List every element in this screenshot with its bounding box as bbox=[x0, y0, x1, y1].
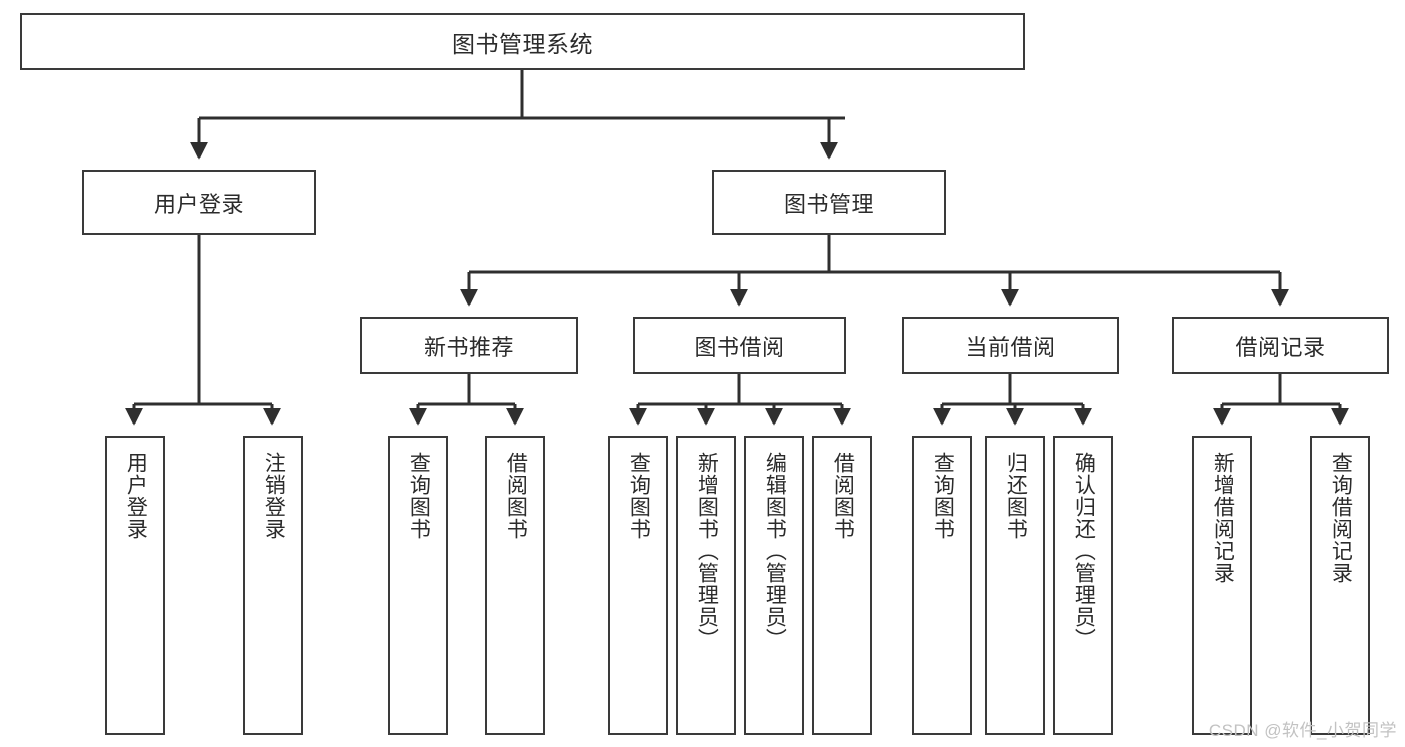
leaf-label: 注销登录 bbox=[262, 452, 286, 540]
node-new-book-recommend[interactable]: 新书推荐 bbox=[360, 317, 578, 374]
leaf-label: 查询借阅记录 bbox=[1329, 452, 1353, 584]
node-current-borrow-label: 当前借阅 bbox=[965, 334, 1056, 360]
leaf-confirm-return-admin[interactable]: 确认归还（管理员） bbox=[1053, 436, 1113, 735]
node-user-login-label: 用户登录 bbox=[153, 191, 244, 217]
node-book-borrow[interactable]: 图书借阅 bbox=[633, 317, 846, 374]
node-root-label: 图书管理系统 bbox=[452, 30, 593, 57]
leaf-label: 查询图书 bbox=[931, 452, 955, 540]
node-book-management-label: 图书管理 bbox=[783, 191, 874, 217]
leaf-add-book-admin[interactable]: 新增图书（管理员） bbox=[676, 436, 736, 735]
leaf-label: 查询图书 bbox=[627, 452, 651, 540]
leaf-label: 用户登录 bbox=[124, 452, 148, 540]
node-borrow-record[interactable]: 借阅记录 bbox=[1172, 317, 1389, 374]
leaf-borrow-book[interactable]: 借阅图书 bbox=[812, 436, 872, 735]
leaf-query-book-borrow[interactable]: 查询图书 bbox=[608, 436, 668, 735]
leaf-query-book-recommend[interactable]: 查询图书 bbox=[388, 436, 448, 735]
node-borrow-record-label: 借阅记录 bbox=[1235, 334, 1326, 360]
leaf-label: 归还图书 bbox=[1004, 452, 1028, 540]
csdn-watermark: CSDN @软件_小贺同学 bbox=[1208, 721, 1397, 740]
leaf-add-borrow-record[interactable]: 新增借阅记录 bbox=[1192, 436, 1252, 735]
leaf-label: 新增借阅记录 bbox=[1211, 452, 1235, 584]
leaf-label: 借阅图书 bbox=[504, 452, 528, 540]
leaf-edit-book-admin[interactable]: 编辑图书（管理员） bbox=[744, 436, 804, 735]
node-current-borrow[interactable]: 当前借阅 bbox=[902, 317, 1119, 374]
node-new-book-recommend-label: 新书推荐 bbox=[423, 334, 514, 360]
leaf-label: 新增图书（管理员） bbox=[695, 452, 719, 650]
node-root[interactable]: 图书管理系统 bbox=[20, 13, 1025, 70]
node-user-login[interactable]: 用户登录 bbox=[82, 170, 316, 235]
leaf-query-book-current[interactable]: 查询图书 bbox=[912, 436, 972, 735]
leaf-logout[interactable]: 注销登录 bbox=[243, 436, 303, 735]
node-book-borrow-label: 图书借阅 bbox=[694, 334, 785, 360]
node-book-management[interactable]: 图书管理 bbox=[712, 170, 946, 235]
leaf-label: 编辑图书（管理员） bbox=[763, 452, 787, 650]
leaf-label: 借阅图书 bbox=[831, 452, 855, 540]
leaf-return-book[interactable]: 归还图书 bbox=[985, 436, 1045, 735]
leaf-label: 确认归还（管理员） bbox=[1072, 452, 1096, 650]
leaf-borrow-book-recommend[interactable]: 借阅图书 bbox=[485, 436, 545, 735]
leaf-user-login[interactable]: 用户登录 bbox=[105, 436, 165, 735]
leaf-label: 查询图书 bbox=[407, 452, 431, 540]
leaf-query-borrow-record[interactable]: 查询借阅记录 bbox=[1310, 436, 1370, 735]
